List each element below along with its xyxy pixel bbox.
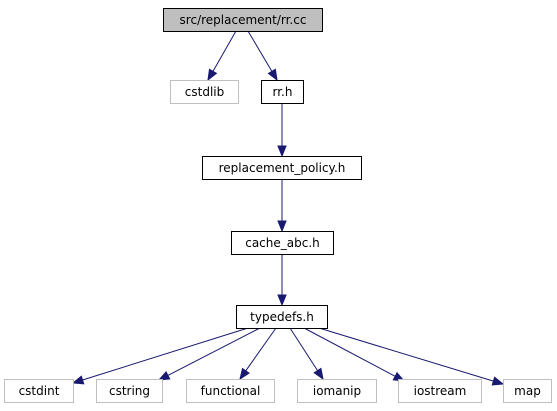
node-rr-cc: src/replacement/rr.cc (163, 8, 323, 32)
edge-typedefs-h-to-iomanip (289, 327, 324, 381)
node-typedefs-h[interactable]: typedefs.h (236, 305, 328, 329)
node-label: iomanip (313, 384, 361, 398)
edge-line (212, 30, 237, 72)
node-iomanip: iomanip (297, 379, 377, 403)
node-box (4, 379, 74, 403)
node-box (231, 231, 334, 255)
edge-line (303, 327, 396, 377)
arrowhead-icon (277, 294, 287, 307)
node-cstring: cstring (96, 379, 163, 403)
nodes-layer: src/replacement/rr.cc cstdlib rr.h replacem… (4, 8, 552, 403)
node-rr-h[interactable]: rr.h (261, 80, 304, 104)
node-label: src/replacement/rr.cc (180, 13, 307, 27)
node-box (398, 379, 482, 403)
edge-rr-cc-to-rr-h (247, 30, 278, 82)
edge-typedefs-h-to-cstdint (71, 327, 249, 385)
node-replacement-policy-h[interactable]: replacement_policy.h (202, 156, 362, 180)
node-box (297, 379, 377, 403)
arrowhead-icon (71, 375, 85, 385)
edge-line (82, 327, 249, 381)
node-iostream: iostream (398, 379, 482, 403)
node-label: iostream (414, 384, 467, 398)
node-box (503, 379, 552, 403)
arrowhead-icon (277, 145, 287, 158)
edge-typedefs-h-to-map (318, 327, 505, 386)
edge-replacement-policy-h-to-cache-abc-h (277, 179, 287, 233)
arrowhead-icon (239, 367, 250, 381)
node-label: cstring (109, 384, 150, 398)
node-functional: functional (186, 379, 275, 403)
edge-line (167, 327, 261, 376)
edge-rr-h-to-replacement-policy-h (277, 103, 287, 158)
edge-cache-abc-h-to-typedefs-h (277, 254, 287, 307)
arrowhead-icon (491, 376, 505, 386)
node-box (236, 305, 328, 329)
node-box (170, 80, 239, 104)
arrowhead-icon (313, 367, 324, 381)
edge-line (247, 30, 273, 72)
node-label: functional (201, 384, 261, 398)
node-label: cache_abc.h (245, 236, 320, 250)
edges-layer (71, 30, 505, 386)
node-label: map (514, 384, 541, 398)
arrowhead-icon (267, 68, 278, 82)
node-label: cstdint (19, 384, 60, 398)
node-cache-abc-h[interactable]: cache_abc.h (231, 231, 334, 255)
node-label: replacement_policy.h (219, 161, 346, 175)
node-cstdlib: cstdlib (170, 80, 239, 104)
arrowhead-icon (157, 370, 171, 381)
node-label: rr.h (273, 85, 293, 99)
node-label: typedefs.h (250, 310, 314, 324)
edge-rr-cc-to-cstdlib (207, 30, 237, 82)
node-map: map (503, 379, 552, 403)
edge-line (318, 327, 494, 382)
edge-typedefs-h-to-cstring (157, 327, 261, 381)
edge-line (289, 327, 318, 371)
node-cstdint: cstdint (4, 379, 74, 403)
node-label: cstdlib (185, 85, 224, 99)
arrowhead-icon (277, 220, 287, 233)
node-box (96, 379, 163, 403)
arrowhead-icon (207, 68, 218, 82)
edge-line (245, 327, 277, 372)
edge-typedefs-h-to-functional (239, 327, 277, 381)
node-box (186, 379, 275, 403)
node-box (202, 156, 362, 180)
node-box (261, 80, 304, 104)
node-box (163, 8, 323, 32)
